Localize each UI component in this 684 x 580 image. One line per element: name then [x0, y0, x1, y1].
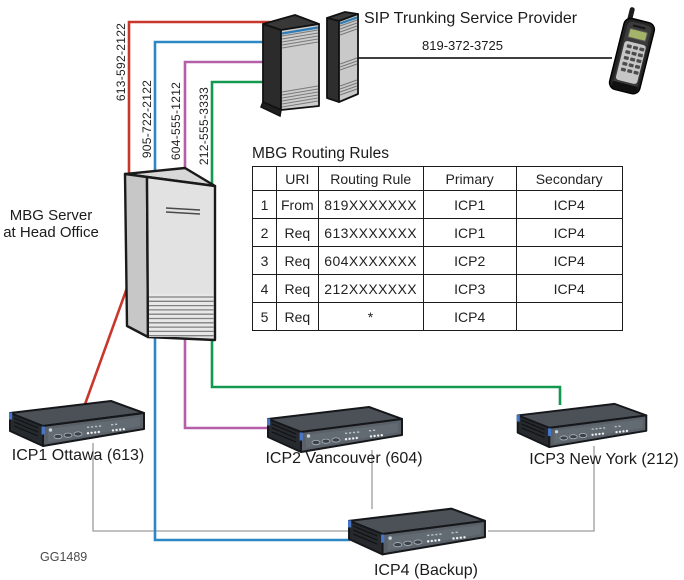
- failover-line-icp1-icp4: [92, 443, 349, 532]
- cell-routing-rule: *: [317, 302, 424, 331]
- mbg-server-icon: [118, 166, 234, 344]
- trunk-line-613: [127, 20, 270, 176]
- sip-provider-icon: [257, 2, 363, 118]
- mbg-server-label-line1: MBG Server: [9, 207, 93, 224]
- cell-routing-rule: 819XXXXXXX: [317, 190, 424, 219]
- trunk-line-613-to-icp1: [82, 287, 129, 408]
- device-label-icp3: ICP3 New York (212): [529, 451, 679, 468]
- cell-uri: Req: [276, 302, 319, 331]
- table-row: 4 Req 212XXXXXXX ICP3 ICP4: [252, 274, 623, 303]
- device-icp2 rack-unit-icon: [265, 404, 405, 454]
- cell-uri: Req: [276, 218, 319, 247]
- cell-secondary: ICP4: [515, 246, 623, 275]
- column-header-routing-rule: Routing Rule: [317, 166, 424, 191]
- cell-primary: ICP4: [422, 302, 517, 331]
- column-header-secondary: Secondary: [515, 166, 623, 191]
- provider-title: SIP Trunking Service Provider: [364, 10, 578, 27]
- cell-uri: From: [276, 190, 319, 219]
- cell-secondary: ICP4: [515, 218, 623, 247]
- cell-uri: Req: [276, 274, 319, 303]
- pstn-number-label: 819-372-3725: [422, 38, 503, 53]
- cell-secondary: [515, 302, 623, 331]
- cell-uri: Req: [276, 246, 319, 275]
- cell-row-num: 3: [252, 246, 277, 275]
- cell-secondary: ICP4: [515, 190, 623, 219]
- device-icp4 rack-unit-icon: [346, 505, 488, 557]
- figure-code: GG1489: [40, 550, 88, 564]
- column-header-blank: [252, 166, 277, 191]
- routing-rules-table: URI Routing Rule Primary Secondary 1 Fro…: [252, 166, 623, 331]
- device-label-icp4: ICP4 (Backup): [373, 562, 479, 579]
- cell-row-num: 1: [252, 190, 277, 219]
- column-header-uri: URI: [276, 166, 319, 191]
- cell-row-num: 2: [252, 218, 277, 247]
- mbg-server-label-line2: at Head Office: [3, 224, 99, 241]
- table-row: 5 Req * ICP4: [252, 302, 623, 331]
- cell-routing-rule: 212XXXXXXX: [317, 274, 424, 303]
- cell-routing-rule: 604XXXXXXX: [317, 246, 424, 275]
- cell-primary: ICP1: [422, 218, 517, 247]
- device-label-icp1: ICP1 Ottawa (613): [11, 447, 145, 464]
- trunk-line-212: [210, 80, 562, 405]
- cell-primary: ICP2: [422, 246, 517, 275]
- table-header-row: URI Routing Rule Primary Secondary: [252, 166, 623, 191]
- mbg-server-label: MBG Server at Head Office: [0, 207, 102, 241]
- table-row: 1 From 819XXXXXXX ICP1 ICP4: [252, 190, 623, 219]
- failover-line-icp3-icp4: [488, 446, 595, 532]
- device-icp1 rack-unit-icon: [7, 398, 147, 448]
- cell-row-num: 4: [252, 274, 277, 303]
- cell-routing-rule: 613XXXXXXX: [317, 218, 424, 247]
- cell-row-num: 5: [252, 302, 277, 331]
- cell-primary: ICP3: [422, 274, 517, 303]
- column-header-primary: Primary: [422, 166, 517, 191]
- device-icp3 rack-unit-icon: [512, 401, 652, 449]
- routing-table-title: MBG Routing Rules: [252, 145, 389, 162]
- table-row: 3 Req 604XXXXXXX ICP2 ICP4: [252, 246, 623, 275]
- table-row: 2 Req 613XXXXXXX ICP1 ICP4: [252, 218, 623, 247]
- cell-primary: ICP1: [422, 190, 517, 219]
- device-label-icp2: ICP2 Vancouver (604): [265, 450, 423, 467]
- phone-icon: [598, 6, 670, 102]
- cell-secondary: ICP4: [515, 274, 623, 303]
